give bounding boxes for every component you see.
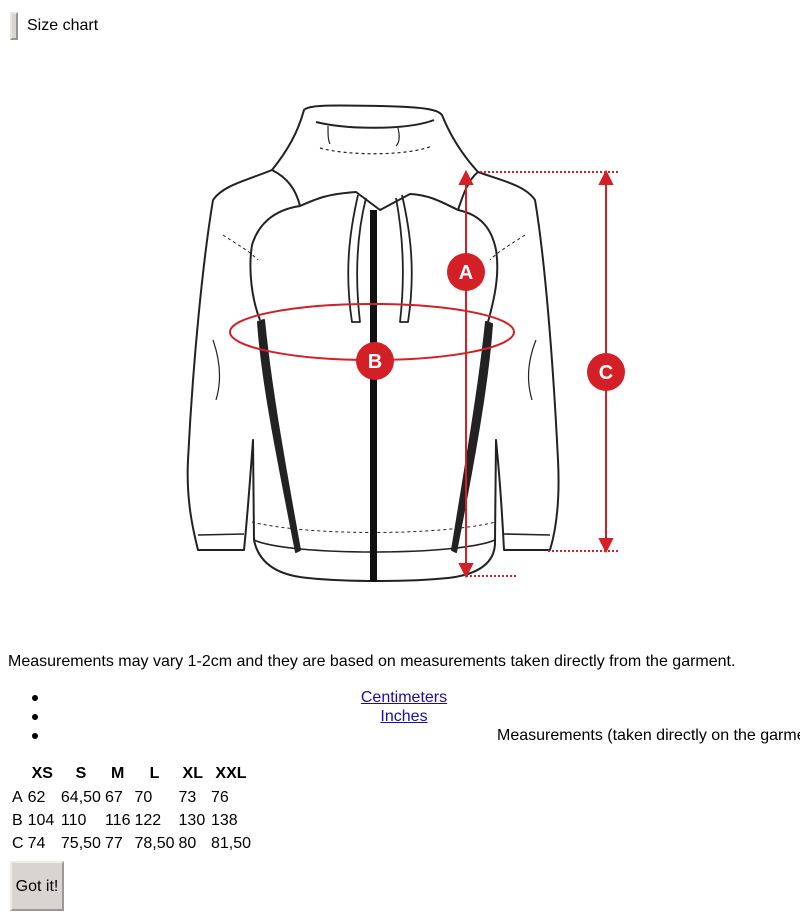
table-cell: 74 <box>27 834 46 852</box>
marker-b: B <box>356 342 394 380</box>
size-header-xs: XS <box>31 765 53 782</box>
table-cell: 64,50 <box>60 788 101 806</box>
table-cell: 138 <box>210 811 238 829</box>
size-header-l: L <box>149 765 160 782</box>
table-row: C 74 75,50 77 78,50 80 81,50 <box>11 833 252 854</box>
zipper <box>370 210 377 582</box>
size-header-xxl: XXL <box>215 765 247 782</box>
table-cell: 104 <box>27 811 55 829</box>
size-table-header-row: XS S M L XL XXL <box>11 763 252 785</box>
table-cell: 116 <box>104 811 131 829</box>
marker-b-label: B <box>368 351 382 373</box>
unit-option-inches: Inches <box>8 707 800 726</box>
unit-options: Centimeters Inches Measurements (taken d… <box>8 688 800 745</box>
size-chart-header: Size chart <box>10 10 98 42</box>
unit-option-centimeters: Centimeters <box>8 688 800 707</box>
size-header-m: M <box>111 765 125 782</box>
table-cell: 122 <box>134 811 162 829</box>
size-header-s: S <box>75 765 87 782</box>
hoodie-measurement-diagram: A B C <box>186 104 625 582</box>
table-cell: 81,50 <box>210 834 252 852</box>
collapse-button[interactable] <box>10 12 18 40</box>
row-label: C <box>12 834 24 852</box>
bullet-icon <box>32 695 38 701</box>
table-cell: 62 <box>27 788 46 806</box>
size-chart-title: Size chart <box>27 17 99 34</box>
size-table: XS S M L XL XXL A 62 64,50 67 70 73 76 B… <box>9 761 254 856</box>
marker-c: C <box>587 353 625 391</box>
marker-a-label: A <box>459 262 473 284</box>
measurement-note: Measurements may vary 1-2cm and they are… <box>8 653 736 670</box>
table-cell: 130 <box>178 811 206 829</box>
inches-link[interactable]: Inches <box>380 708 428 725</box>
table-cell: 75,50 <box>60 834 101 852</box>
table-cell: 110 <box>60 811 87 829</box>
got-it-button[interactable]: Got it! <box>10 861 64 911</box>
unit-option-description: Measurements (taken directly on the garm… <box>8 726 800 745</box>
table-cell: 76 <box>210 788 229 806</box>
centimeters-link[interactable]: Centimeters <box>360 689 448 706</box>
table-row: A 62 64,50 67 70 73 76 <box>11 787 252 808</box>
size-header-xl: XL <box>182 765 203 782</box>
row-label: A <box>12 788 23 806</box>
row-label: B <box>12 811 23 829</box>
table-row: B 104 110 116 122 130 138 <box>11 810 252 831</box>
measurement-description: Measurements (taken directly on the garm… <box>497 727 800 744</box>
marker-a: A <box>447 253 485 291</box>
table-cell: 78,50 <box>134 834 175 852</box>
table-cell: 77 <box>104 834 123 852</box>
table-cell: 73 <box>178 788 197 806</box>
bullet-icon <box>32 714 38 720</box>
table-cell: 80 <box>178 834 197 852</box>
table-cell: 67 <box>104 788 123 806</box>
size-header-blank <box>11 763 25 785</box>
hoodie-outline <box>186 104 560 582</box>
table-cell: 70 <box>134 788 153 806</box>
bullet-icon <box>32 733 38 739</box>
marker-c-label: C <box>599 362 613 384</box>
